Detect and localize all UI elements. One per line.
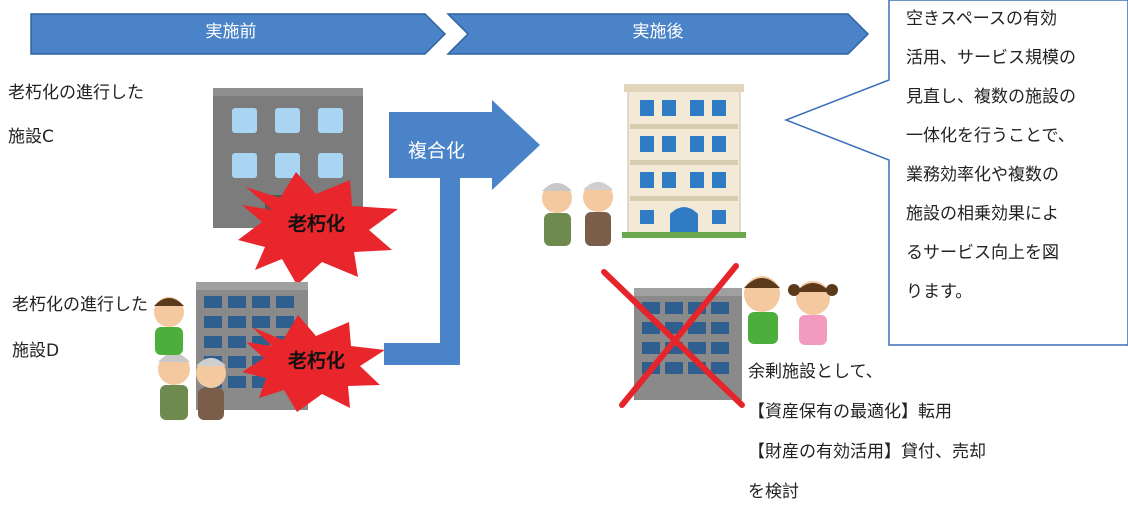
surplus-text: 余剰施設として、 【資産保有の最適化】転用 【財産の有効活用】貸付、売却 を検討 <box>748 352 986 512</box>
callout-line: ります。 <box>906 282 973 302</box>
aging-burst-c <box>238 172 398 285</box>
aging-label-d: 老朽化 <box>288 350 346 372</box>
callout-line: るサービス向上を図 <box>906 243 1059 263</box>
red-cross-icon <box>601 263 745 408</box>
diagram-canvas: 実施前 実施後 老朽化の進行した 施設C 老朽化の進行した 施設D 老朽化 老朽… <box>8 0 1128 502</box>
elderly-people-after-icon <box>542 182 613 246</box>
aging-burst-d <box>242 315 385 412</box>
surplus-line: 【財産の有効活用】貸付、売却 <box>748 442 986 462</box>
facility-d-line2: 施設D <box>12 341 60 361</box>
facility-c-line1: 老朽化の進行した <box>8 83 144 103</box>
surplus-line: 余剰施設として、 <box>748 362 883 382</box>
callout-line: 施設の相乗効果によ <box>906 204 1059 224</box>
facility-c-line2: 施設C <box>8 127 54 147</box>
phase-after-label: 実施後 <box>632 22 684 42</box>
callout-text: 空きスペースの有効 活用、サービス規模の 見直し、複数の施設の 一体化を行うこと… <box>906 0 1116 312</box>
merge-connector <box>384 150 460 365</box>
callout-line: 活用、サービス規模の <box>906 48 1076 68</box>
children-icon <box>744 276 838 345</box>
surplus-line: を検討 <box>748 482 799 502</box>
surplus-building-icon <box>634 288 742 400</box>
merge-arrow <box>389 100 540 190</box>
surplus-line: 【資産保有の最適化】転用 <box>748 402 952 422</box>
callout-line: 一体化を行うことで、 <box>906 126 1075 146</box>
callout-line: 業務効率化や複数の <box>906 165 1059 185</box>
callout-box <box>783 0 1128 346</box>
aging-label-c: 老朽化 <box>288 213 346 235</box>
callout-line: 見直し、複数の施設の <box>906 87 1076 107</box>
merge-label: 複合化 <box>408 140 466 162</box>
child-d-icon <box>154 297 184 355</box>
phase-before-arrow <box>30 13 447 55</box>
elderly-people-d-icon <box>158 353 226 420</box>
facility-d-line1: 老朽化の進行した <box>12 295 148 315</box>
diagram-graphics <box>30 0 1128 420</box>
callout-line: 空きスペースの有効 <box>906 9 1057 29</box>
phase-after-arrow <box>446 13 870 55</box>
phase-before-label: 実施前 <box>205 22 257 42</box>
new-building-icon <box>622 84 746 238</box>
